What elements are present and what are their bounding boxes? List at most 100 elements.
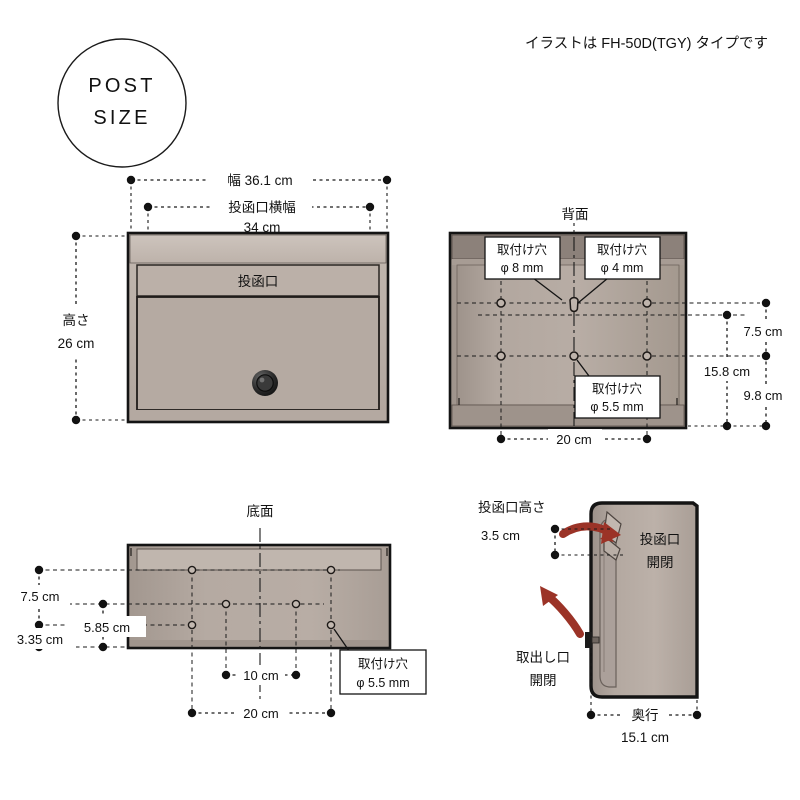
callout-8mm-line2: φ 8 mm [501,261,544,275]
dim-dot [34,565,44,575]
front-slot-width-label-2: 34 cm [244,220,281,235]
bottom-dim-h-inner: 10 cm [243,668,278,683]
front-height-label-1: 高さ [63,312,90,328]
back-dim-total: 15.8 cm [704,364,750,379]
label-mask [732,320,794,341]
dim-dot [98,599,108,609]
dim-dot [642,434,652,444]
front-height-label-2: 26 cm [58,336,95,351]
front-door-knob[interactable] [252,370,278,396]
dim-dot [291,670,301,680]
callout-box-bottom-55mm [339,649,427,695]
callout-4mm-line2: φ 4 mm [601,261,644,275]
label-mask [48,306,104,356]
side-depth-value: 15.1 cm [621,730,669,745]
front-width-dimension: 幅 36.1 cm [126,168,392,235]
dim-dot [187,708,197,718]
side-latch-arm [591,636,600,644]
side-slot-openclose-line1: 投函口 [640,532,681,547]
mounting-hole [291,599,301,609]
mounting-hole [187,620,197,630]
dim-dot [722,310,732,320]
front-bottom-lip-shade [130,410,386,420]
post-size-badge-line1: POST [88,75,155,97]
front-height-dimension: 高さ 26 cm [48,231,130,425]
mounting-hole [326,565,336,575]
label-mask [208,168,312,190]
label-mask [212,196,312,217]
side-pickup-openclose-line2: 開閉 [530,673,557,688]
front-door-corner-marks [136,404,380,410]
back-corner-marks [458,398,678,405]
post-size-badge: POST SIZE [57,38,187,168]
side-view-body [585,501,699,699]
dim-dot [586,710,596,720]
dim-dot [761,298,771,308]
dim-dot [98,642,108,652]
bottom-vertical-dimensions: 7.5 cm 5.85 cm 3.35 cm [4,565,146,652]
bottom-dim-10cm: 10 cm [221,665,301,685]
dim-dot [34,620,44,630]
callout-box-8mm [484,236,561,280]
post-size-badge-line2: SIZE [93,107,150,129]
side-slot-height-dimension: 投函口高さ 3.5 cm [478,499,625,560]
bottom-view-body [126,543,392,650]
back-vertical-dimensions: 7.5 cm 15.8 cm 9.8 cm [688,298,794,431]
callout-bottom-55mm-line1: 取付け穴 [358,656,409,671]
side-slot-flap-lower [603,534,621,561]
bottom-lip-shade [130,640,388,646]
front-slot-label: 投函口 [238,274,279,289]
mounting-hole [496,351,506,361]
pickup-open-arrow [540,586,584,638]
mounting-hole [642,351,652,361]
dim-dot [496,434,506,444]
front-slot-width-label-1: 投函口横幅 [228,200,296,215]
bottom-callout-55mm: 取付け穴 φ 5.5 mm [333,628,427,695]
mounting-hole [221,599,231,609]
label-mask [4,628,76,649]
knob-inner [256,374,274,392]
side-slot-height-value: 3.5 cm [481,528,520,543]
side-depth-label: 奥行 [632,707,659,723]
back-horizontal-dimension: 20 cm [496,429,652,449]
callout-8mm-line1: 取付け穴 [497,242,548,257]
bottom-inner-strip [136,548,382,571]
callout-55mm-line1: 取付け穴 [592,381,643,396]
bottom-dim-v-inner: 3.35 cm [17,632,63,647]
back-view-group: 背面 取付け穴 φ 8 mm 取付け穴 [448,205,794,449]
illustration-type-note: イラストは FH-50D(TGY) タイプです [525,35,768,52]
pickup-open-arrow-body [544,592,584,638]
back-dim-top-gap: 7.5 cm [743,324,782,339]
dim-dot [761,351,771,361]
bottom-dim-v-outer: 7.5 cm [20,589,59,604]
bottom-dim-20cm: 20 cm [187,703,336,723]
callout-box-4mm [584,236,661,280]
front-view-group: 幅 36.1 cm 投函口横幅 34 cm 高さ 26 cm [48,168,392,425]
label-mask [68,616,146,637]
label-mask [10,585,70,606]
callout-bottom-55mm-line2: φ 5.5 mm [356,676,409,690]
side-slot-height-title: 投函口高さ [478,499,546,515]
knob-highlight [259,377,265,383]
label-mask [235,703,287,723]
back-callout-4mm: 取付け穴 φ 4 mm [577,236,661,304]
back-mounting-holes [496,296,652,361]
mounting-hole [326,620,336,630]
back-callout-55mm: 取付け穴 φ 5.5 mm [574,359,661,419]
pickup-open-arrow-head [540,586,558,606]
mounting-hole [642,298,652,308]
back-view-title: 背面 [562,207,589,222]
back-callout-8mm: 取付け穴 φ 8 mm [484,236,563,301]
side-latch [585,632,592,648]
front-view-body: 投函口 [126,231,390,424]
side-slot-openclose-line2: 開閉 [647,555,674,570]
back-dim-bottom-gap: 9.8 cm [743,388,782,403]
bottom-mounting-holes [187,565,336,630]
bottom-corner-marks [130,548,388,556]
callout-55mm-line2: φ 5.5 mm [590,400,643,414]
callout-4mm-line1: 取付け穴 [597,242,648,257]
post-size-badge-circle [57,38,187,168]
label-mask [622,705,668,725]
